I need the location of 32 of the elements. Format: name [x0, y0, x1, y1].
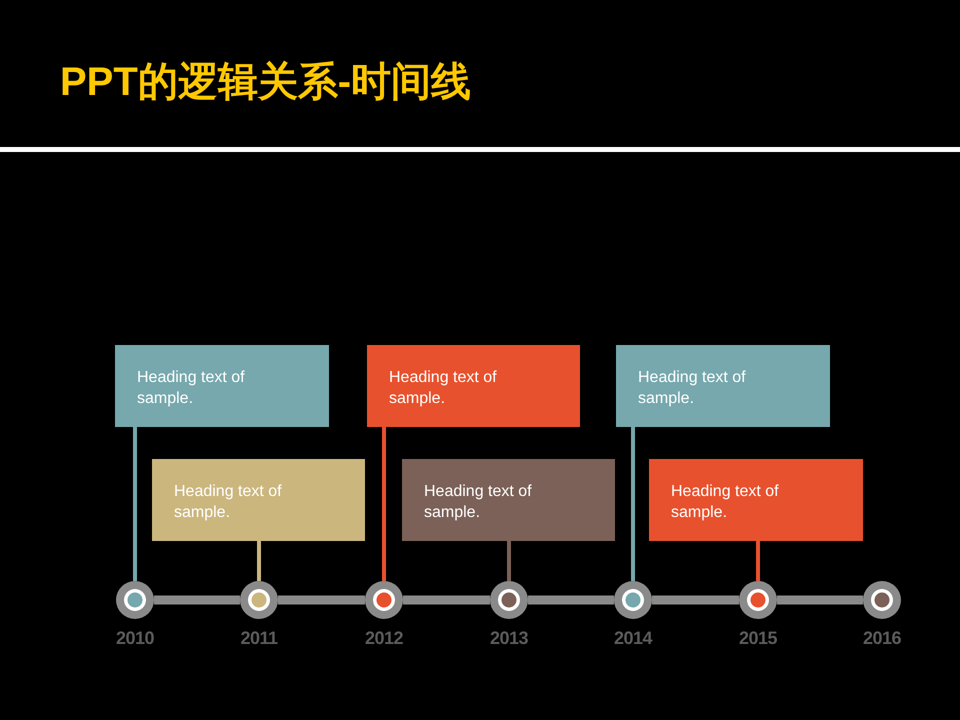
year-label: 2012 — [364, 627, 404, 649]
connector-line — [257, 541, 261, 581]
timeline-card — [115, 345, 329, 427]
card-text: Heading text of sample. — [389, 368, 498, 409]
timeline-bar — [403, 596, 490, 604]
connector-line — [631, 427, 635, 581]
timeline-bar — [652, 596, 739, 604]
year-label: 2015 — [738, 627, 778, 649]
year-label: 2011 — [240, 627, 278, 649]
card-text: Heading text of sample. — [174, 482, 283, 523]
timeline-card — [649, 459, 863, 541]
card-text: Heading text of sample. — [638, 368, 747, 409]
timeline-bar — [154, 596, 240, 604]
connector-line — [756, 541, 760, 581]
slide-title: PPT的逻辑关系-时间线 — [60, 59, 472, 106]
year-label: 2016 — [862, 627, 902, 649]
timeline-card — [402, 459, 615, 541]
connector-line — [382, 427, 386, 581]
card-text: Heading text of sample. — [671, 482, 780, 523]
timeline-bar — [278, 596, 365, 604]
year-label: 2010 — [116, 627, 154, 649]
timeline-bar — [528, 596, 614, 604]
timeline-bar — [777, 596, 863, 604]
timeline-card — [616, 345, 830, 427]
connector-line — [133, 427, 137, 581]
connector-line — [507, 541, 511, 581]
timeline-card — [367, 345, 580, 427]
year-label: 2014 — [614, 627, 652, 649]
year-label: 2013 — [490, 627, 528, 649]
timeline-card — [152, 459, 365, 541]
card-text: Heading text of sample. — [424, 482, 533, 523]
card-text: Heading text of sample. — [137, 368, 246, 409]
